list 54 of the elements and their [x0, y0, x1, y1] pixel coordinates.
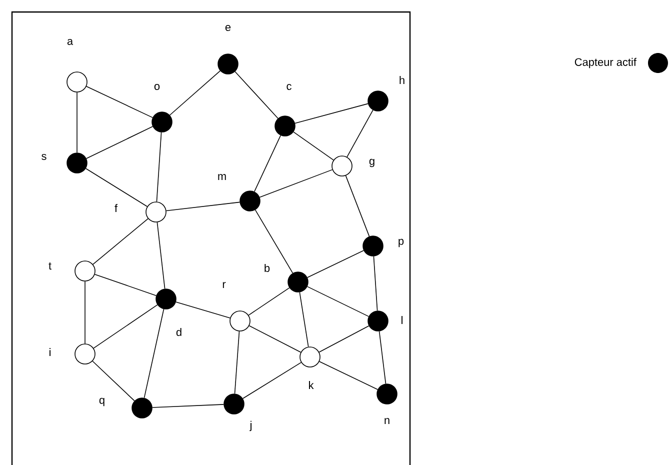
link-line	[85, 168, 148, 207]
link-line	[346, 110, 374, 158]
link-line	[76, 92, 78, 153]
node-label: o	[154, 84, 160, 90]
link-line	[345, 175, 370, 237]
node-label: p	[398, 238, 404, 248]
node-label: t	[48, 262, 52, 270]
node-label: k	[309, 381, 314, 389]
link-line	[306, 250, 364, 278]
link-line	[144, 308, 164, 398]
node-label: m	[218, 174, 226, 180]
link-line	[156, 222, 166, 290]
node-label: d	[176, 328, 182, 336]
node-label: n	[384, 418, 390, 424]
link-line	[166, 202, 240, 212]
link-line	[156, 132, 162, 202]
link-line	[86, 126, 154, 159]
node-label: j	[250, 420, 252, 432]
link-line	[176, 302, 230, 318]
node-label: g	[369, 158, 374, 168]
node-label: e	[225, 25, 231, 31]
link-line	[242, 362, 302, 399]
node-label: r	[222, 282, 226, 288]
link-line	[373, 256, 378, 312]
link-line	[259, 169, 333, 198]
link-line	[306, 286, 370, 317]
link-line	[248, 325, 302, 353]
link-line	[169, 70, 221, 116]
link-line	[93, 304, 158, 349]
link-line	[92, 360, 135, 402]
link-line	[378, 330, 386, 384]
node-label: f	[114, 204, 118, 212]
link-line	[152, 404, 224, 408]
node-label: c	[286, 84, 292, 90]
link-line	[92, 218, 148, 265]
legend-label: Capteur actif	[574, 58, 636, 68]
link-line	[294, 103, 368, 124]
link-line	[84, 281, 86, 344]
link-line	[234, 330, 240, 394]
link-line	[318, 361, 378, 390]
link-line	[254, 135, 281, 192]
link-line	[234, 71, 278, 119]
link-line	[299, 292, 309, 348]
link-line	[254, 210, 294, 274]
link-line	[318, 325, 370, 353]
node-label: a	[67, 39, 74, 45]
link-line	[86, 86, 153, 118]
link-line	[94, 274, 157, 296]
node-label: b	[264, 264, 270, 272]
link-line	[293, 132, 334, 160]
node-label: q	[99, 398, 104, 406]
node-label: h	[400, 76, 404, 84]
link-line	[248, 287, 290, 316]
node-label: s	[42, 154, 46, 160]
